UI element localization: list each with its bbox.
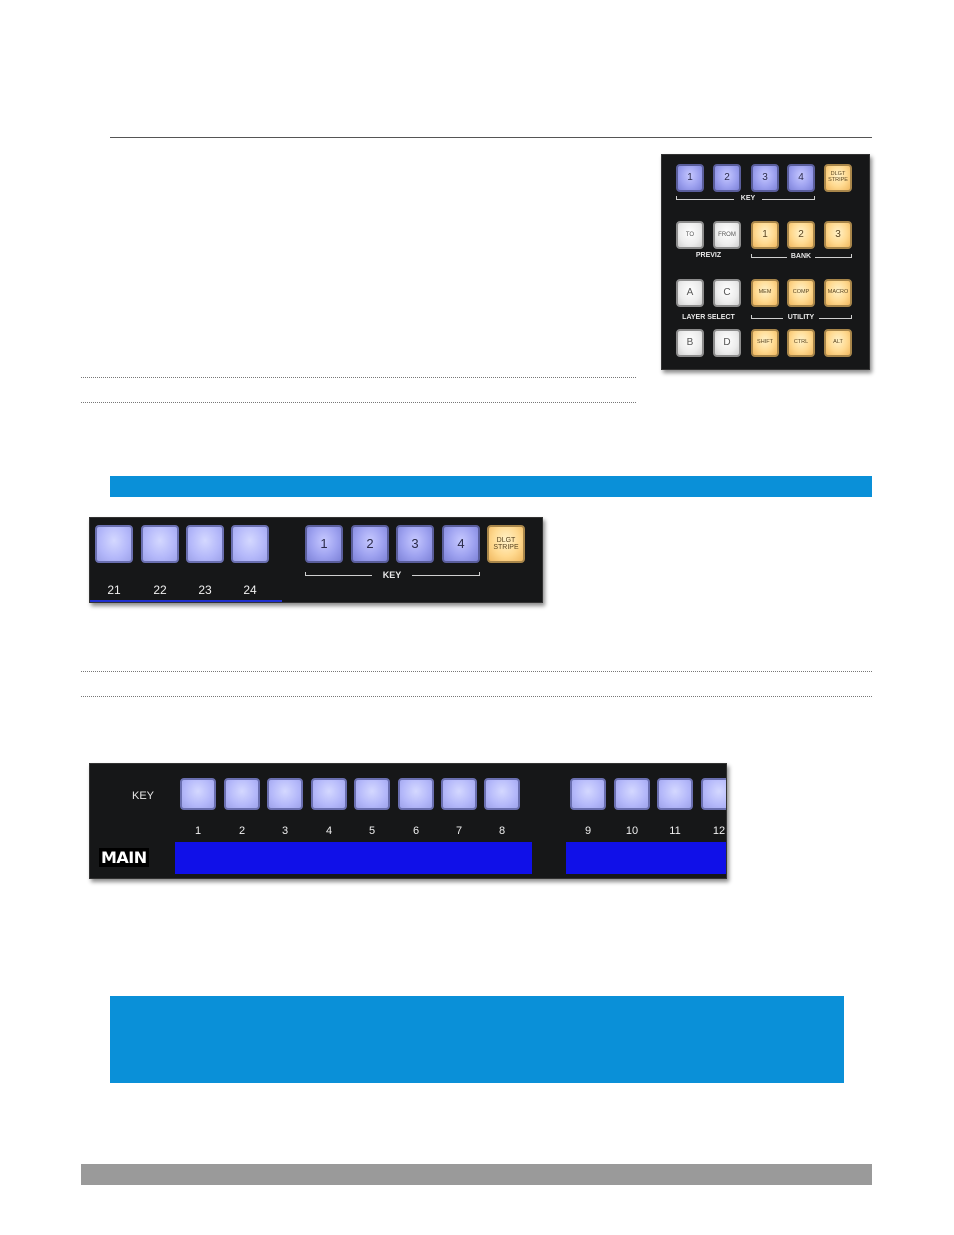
ctrl-button[interactable]: CTRL (787, 329, 815, 357)
layer-c-button[interactable]: C (713, 279, 741, 307)
alt-button[interactable]: ALT (824, 329, 852, 357)
key-source-button-10[interactable] (614, 778, 650, 810)
key-button-3[interactable]: 3 (396, 525, 434, 563)
key-source-button-9[interactable] (570, 778, 606, 810)
previz-from-button[interactable]: FROM (713, 221, 741, 249)
source-number: 22 (153, 583, 167, 597)
note-box (110, 996, 844, 1083)
key-source-button-8[interactable] (484, 778, 520, 810)
header-rule (110, 137, 872, 138)
key-source-number: 8 (498, 825, 506, 837)
source-button-22[interactable] (141, 525, 179, 563)
key-source-number: 7 (455, 825, 463, 837)
source-number: 21 (107, 583, 121, 597)
previz-to-button[interactable]: TO (676, 221, 704, 249)
dotted-rule (81, 671, 872, 672)
key-source-number: 6 (412, 825, 420, 837)
key-source-button-7[interactable] (441, 778, 477, 810)
bank-button-2[interactable]: 2 (787, 221, 815, 249)
lcd-strip-right (566, 842, 726, 874)
key-source-button-3[interactable] (267, 778, 303, 810)
source-number: 23 (198, 583, 212, 597)
dotted-rule (81, 696, 872, 697)
key-source-number: 4 (325, 825, 333, 837)
layer-d-button[interactable]: D (713, 329, 741, 357)
key-button-4[interactable]: 4 (442, 525, 480, 563)
key-label: KEY (734, 195, 762, 202)
key-source-button-11[interactable] (657, 778, 693, 810)
key-source-button-6[interactable] (398, 778, 434, 810)
source-button-24[interactable] (231, 525, 269, 563)
key-source-number: 12 (712, 825, 726, 837)
key-source-button-4[interactable] (311, 778, 347, 810)
layer-b-button[interactable]: B (676, 329, 704, 357)
key-source-number: 9 (584, 825, 592, 837)
key-source-number: 5 (368, 825, 376, 837)
comp-button[interactable]: COMP (787, 279, 815, 307)
control-panel-bottom: KEY 112233445566778899101011111212 MAIN (89, 763, 727, 879)
mem-button[interactable]: MEM (751, 279, 779, 307)
section-bar (110, 476, 872, 497)
key-source-button-2[interactable] (224, 778, 260, 810)
bus-underline (90, 600, 282, 602)
key-source-button-12[interactable] (701, 778, 726, 810)
key-source-number: 3 (281, 825, 289, 837)
utility-label: UTILITY (783, 314, 819, 321)
macro-button[interactable]: MACRO (824, 279, 852, 307)
key-button-2[interactable]: 2 (351, 525, 389, 563)
key-button-1[interactable]: 1 (676, 164, 704, 192)
key-source-button-5[interactable] (354, 778, 390, 810)
shift-button[interactable]: SHIFT (751, 329, 779, 357)
layer-select-label: LAYER SELECT (682, 314, 735, 321)
layer-a-button[interactable]: A (676, 279, 704, 307)
bank-button-1[interactable]: 1 (751, 221, 779, 249)
key-button-2[interactable]: 2 (713, 164, 741, 192)
dotted-rule (81, 377, 636, 378)
bank-label: BANK (787, 253, 815, 260)
key-source-number: 2 (238, 825, 246, 837)
lcd-strip-left (175, 842, 532, 874)
key-source-number: 10 (625, 825, 639, 837)
bank-button-3[interactable]: 3 (824, 221, 852, 249)
dotted-rule (81, 402, 636, 403)
key-button-3[interactable]: 3 (751, 164, 779, 192)
key-row-label: KEY (132, 790, 155, 802)
key-source-button-1[interactable] (180, 778, 216, 810)
source-button-23[interactable] (186, 525, 224, 563)
previz-label: PREVIZ (695, 252, 722, 259)
key-label: KEY (372, 570, 412, 580)
source-number: 24 (243, 583, 257, 597)
key-source-number: 11 (669, 825, 681, 837)
key-button-4[interactable]: 4 (787, 164, 815, 192)
footer-bar (81, 1164, 872, 1185)
key-source-number: 1 (194, 825, 202, 837)
key-button-1[interactable]: 1 (305, 525, 343, 563)
source-button-21[interactable] (95, 525, 133, 563)
bus-label-main: MAIN (99, 848, 149, 867)
